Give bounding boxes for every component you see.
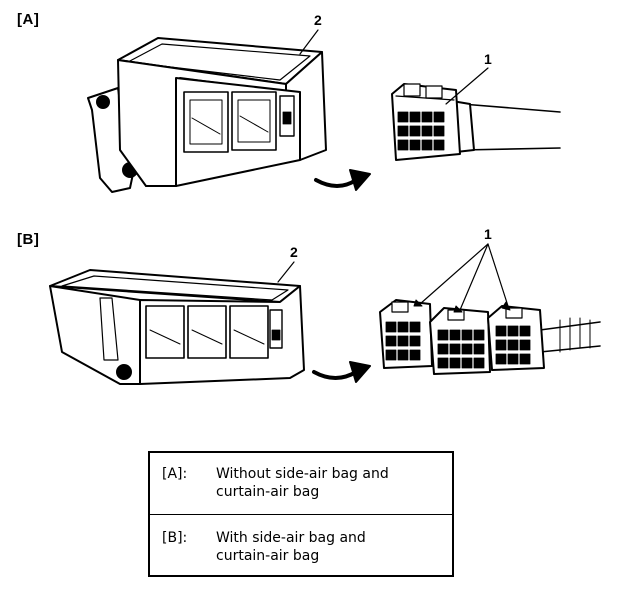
legend-text: Without side-air bag and curtain-air bag (216, 466, 389, 500)
panel-a-callout-connector: 1 (484, 51, 492, 67)
legend-key: [B]: (162, 530, 188, 546)
panel-a-leaders (299, 29, 489, 105)
panel-b-module (49, 269, 305, 385)
panel-b-connectors (379, 299, 601, 375)
panel-b-callout-connectors: 1 (484, 226, 492, 242)
legend-key: [A]: (162, 466, 188, 482)
panel-a-callout-module: 2 (314, 12, 322, 28)
panel-a-connector (391, 83, 561, 161)
panel-a-label: [A] (17, 11, 40, 28)
panel-b-label: [B] (17, 231, 40, 248)
panel-b-leaders (277, 243, 511, 313)
legend-text: With side-air bag and curtain-air bag (216, 530, 366, 564)
legend-row: [B]: With side-air bag and curtain-air b… (150, 515, 452, 575)
legend-table: [A]: Without side-air bag and curtain-ai… (148, 451, 454, 577)
panel-b-callout-module: 2 (290, 244, 298, 260)
legend-row: [A]: Without side-air bag and curtain-ai… (150, 453, 452, 515)
panel-a-arrow (314, 169, 371, 191)
panel-a-module (87, 37, 327, 193)
panel-b-arrow (312, 361, 371, 383)
